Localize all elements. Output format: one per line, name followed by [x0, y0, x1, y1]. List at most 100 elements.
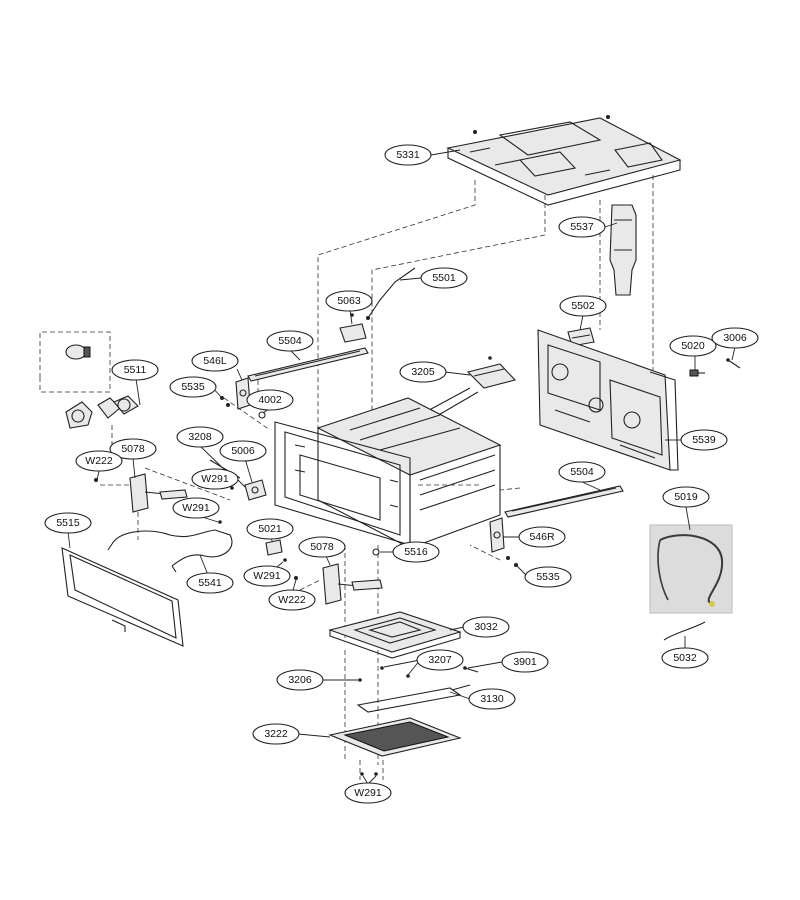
screw-3901: [464, 667, 479, 673]
screw-3901-head: [463, 666, 467, 670]
callout-3901: 3901: [501, 651, 549, 673]
svg-text:5331: 5331: [396, 149, 420, 161]
screw-W291-a: [230, 486, 234, 490]
svg-text:5063: 5063: [337, 295, 361, 307]
hinge-546L: [235, 377, 251, 410]
svg-text:3207: 3207: [428, 654, 452, 666]
svg-text:5504: 5504: [570, 466, 594, 478]
svg-text:5539: 5539: [692, 434, 716, 446]
svg-text:W291: W291: [354, 787, 382, 799]
wire-5032: [663, 621, 706, 641]
callout-3206: 3206: [276, 669, 324, 691]
callout-3032: 3032: [462, 616, 510, 638]
svg-text:3130: 3130: [480, 693, 504, 705]
svg-text:5535: 5535: [536, 571, 560, 583]
callout-5535-lower: 5535: [524, 566, 572, 588]
svg-text:5541: 5541: [198, 577, 222, 589]
callout-5537: 5537: [558, 216, 606, 238]
callout-5331: 5331: [384, 144, 432, 166]
callout-3207: 3207: [416, 649, 464, 671]
callout-5515: 5515: [44, 512, 92, 534]
svg-text:5006: 5006: [231, 445, 255, 457]
screw-3207-b: [406, 674, 410, 678]
svg-text:5021: 5021: [258, 523, 282, 535]
rail-5504-upper: [247, 347, 369, 382]
part-4002: [258, 411, 266, 419]
callout-5516: 5516: [392, 541, 440, 563]
svg-text:5501: 5501: [432, 272, 456, 284]
screw-5535-upper-b: [226, 403, 230, 407]
svg-text:5511: 5511: [124, 364, 147, 376]
screw-W222-lower: [294, 576, 298, 580]
part-5021: [265, 539, 283, 556]
callout-W291-a: W291: [191, 468, 239, 490]
callout-4002: 4002: [246, 389, 294, 411]
svg-text:5516: 5516: [404, 546, 428, 558]
svg-text:3901: 3901: [513, 656, 537, 668]
callout-5541: 5541: [186, 572, 234, 594]
svg-text:546R: 546R: [529, 531, 555, 543]
screw-5535-lower: [506, 556, 510, 560]
lamp-5511: [65, 344, 139, 429]
callout-5501: 5501: [420, 267, 468, 289]
svg-text:5019: 5019: [674, 491, 698, 503]
callout-5078-upper: 5078: [109, 438, 157, 460]
hinge-5078-upper: [129, 473, 188, 513]
callout-5511: 5511: [111, 359, 159, 381]
rail-5504-lower: [504, 485, 624, 518]
svg-text:W291: W291: [253, 570, 281, 582]
gasket-5515: [61, 547, 184, 647]
callout-W291-b: W291: [172, 497, 220, 519]
switch-5020: [689, 369, 705, 377]
callout-W291-c: W291: [243, 565, 291, 587]
callout-W222-lower: W222: [268, 589, 316, 611]
svg-text:3206: 3206: [288, 674, 312, 686]
callout-5502: 5502: [559, 295, 607, 317]
screw-3207-a: [380, 666, 384, 670]
svg-text:W291: W291: [201, 473, 229, 485]
svg-text:4002: 4002: [258, 394, 282, 406]
screw-W291-d1: [360, 772, 364, 776]
svg-text:3222: 3222: [264, 728, 288, 740]
svg-text:546L: 546L: [203, 355, 227, 367]
svg-text:3205: 3205: [411, 366, 435, 378]
callout-3006: 3006: [711, 327, 759, 349]
svg-text:5502: 5502: [571, 300, 595, 312]
callout-5032: 5032: [661, 647, 709, 669]
svg-text:W222: W222: [278, 594, 306, 606]
callout-5020: 5020: [669, 335, 717, 357]
callout-5504-upper: 5504: [266, 330, 314, 352]
callout-5021: 5021: [246, 518, 294, 540]
callout-5019: 5019: [662, 486, 710, 508]
rear-panel-5539: [537, 329, 679, 471]
svg-text:W291: W291: [182, 502, 210, 514]
cable-photo-5019: [649, 524, 733, 614]
heater-5541: [107, 529, 233, 573]
callout-5078-lower: 5078: [298, 536, 346, 558]
duct-5537: [609, 204, 637, 296]
wire-5501: [366, 267, 416, 320]
callout-5504-lower: 5504: [558, 461, 606, 483]
callout-3205: 3205: [399, 361, 447, 383]
bracket-3205: [419, 356, 517, 421]
svg-text:3208: 3208: [188, 431, 212, 443]
callout-5535-upper: 5535: [169, 376, 217, 398]
svg-text:5504: 5504: [278, 335, 302, 347]
callout-3222: 3222: [252, 723, 300, 745]
hinge-546R: [489, 517, 505, 553]
callout-W222-upper: W222: [75, 450, 123, 472]
heater-3130: [356, 684, 471, 713]
callout-W291-d: W291: [344, 782, 392, 804]
callout-546L: 546L: [191, 350, 239, 372]
callout-5006: 5006: [219, 440, 267, 462]
hinge-5078-lower: [322, 563, 383, 605]
callout-3208: 3208: [176, 426, 224, 448]
screw-W291-c: [283, 558, 287, 562]
part-5006: [244, 479, 267, 501]
callout-5539: 5539: [680, 429, 728, 451]
screw-3206: [358, 678, 362, 682]
svg-text:5078: 5078: [121, 443, 145, 455]
svg-text:5535: 5535: [181, 381, 205, 393]
oven-cavity: [274, 397, 502, 549]
